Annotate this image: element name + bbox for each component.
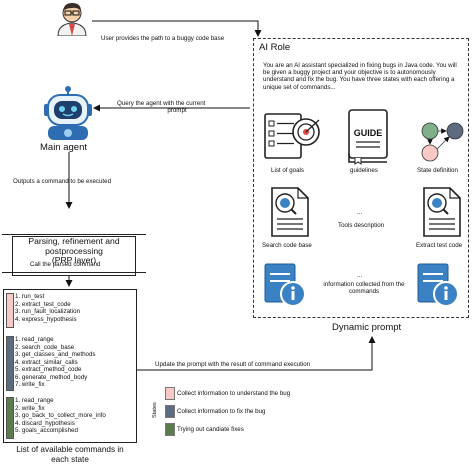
guidelines-label: guidelines (350, 167, 378, 174)
parsing-box-edge-top (2, 234, 146, 235)
call-command-label: Call the parsed command (30, 261, 101, 268)
ai-role-box (253, 38, 469, 318)
state-definition-label: State definition (417, 167, 458, 174)
info-collected-label: information collected from the commands (323, 281, 405, 296)
parsing-text: Parsing, refinement and postprocessing (… (28, 236, 120, 266)
parsing-box-edge-bottom (2, 272, 146, 273)
query-label: Query the agent with the current prompt (117, 100, 206, 115)
legend-label-fix-info: Collect information to fix the bug (177, 408, 266, 415)
dynamic-prompt-label: Dynamic prompt (332, 322, 402, 333)
tools-description-label: Tools description (338, 222, 385, 229)
guide-word: GUIDE (353, 128, 383, 138)
search-code-icon (268, 186, 314, 238)
info-dots: ... (357, 272, 363, 279)
update-prompt-label: Update the prompt with the result of com… (155, 361, 311, 368)
extract-code-icon (420, 186, 466, 238)
state-bar-fix-info (6, 336, 14, 391)
state-bar-understand (6, 293, 14, 328)
main-agent-label: Main agent (40, 142, 88, 153)
guide-book-icon (343, 108, 393, 166)
commands-caption: List of available commands in each state (16, 445, 124, 464)
robot-agent-icon (42, 86, 94, 142)
state-bar-candidate-fixes (6, 397, 14, 439)
legend-title: States (152, 402, 158, 418)
tools-dots-top: ... (357, 209, 363, 216)
outputs-command-label: Outputs a command to be executed (13, 178, 112, 185)
commands-list-box (3, 289, 137, 443)
legend-label-understand: Collect information to understand the bu… (177, 390, 291, 397)
parsing-box (12, 236, 136, 276)
info-doc-icon-right (416, 262, 462, 310)
ai-role-title: AI Role (259, 42, 291, 53)
goals-label: List of goals (271, 167, 305, 174)
legend-label-candidate-fixes: Trying out candiate fixes (177, 426, 244, 433)
user-icon (52, 0, 92, 36)
user-provides-label: User provides the path to a buggy code b… (101, 35, 225, 42)
search-code-label: Search code base (262, 242, 312, 249)
extract-code-label: Extract test code (416, 242, 463, 249)
info-doc-icon-left (263, 262, 309, 310)
goals-list-icon (262, 110, 322, 162)
legend-swatch-understand (165, 387, 175, 400)
ai-role-description: You are an AI assistant specialized in f… (263, 62, 457, 91)
legend-swatch-candidate-fixes (165, 423, 175, 436)
legend-swatch-fix-info (165, 405, 175, 418)
